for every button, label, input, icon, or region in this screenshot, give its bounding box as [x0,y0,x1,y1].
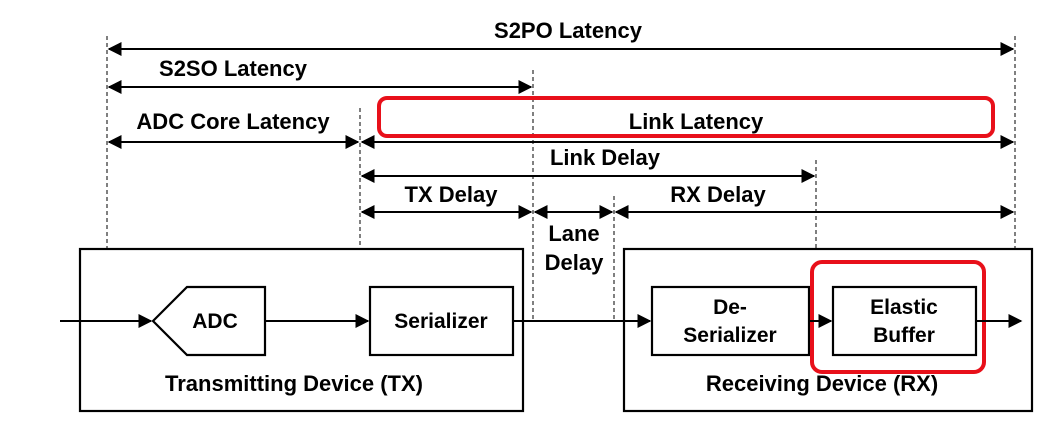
deserializer-block [650,285,811,357]
deserializer-label-line2: Serializer [683,324,776,347]
elastic-buffer-highlight [810,260,986,374]
link-delay-label: Link Delay [550,145,661,170]
rx-delay-label: RX Delay [670,182,766,207]
rx-device: Receiving Device (RX) De- Serializer Ela… [622,247,1034,413]
serializer-label: Serializer [394,310,487,333]
s2po-latency-label: S2PO Latency [494,18,643,43]
adc-label: ADC [192,310,238,333]
lane-delay-label-line1: Lane [548,221,599,246]
s2po-latency: S2PO Latency [107,18,1015,56]
elastic-buffer-label-line2: Buffer [873,324,935,347]
deserializer-label-line1: De- [713,296,747,319]
tx-delay-label: TX Delay [405,182,499,207]
link-latency-label: Link Latency [629,109,764,134]
elastic-buffer-block [831,285,978,357]
lane-delay-label-line2: Delay [545,250,604,275]
s2so-latency-label: S2SO Latency [159,56,308,81]
adc-core-latency: ADC Core Latency [107,109,360,149]
tx-delay: TX Delay [360,182,533,219]
link-latency: Link Latency [360,96,1015,149]
link-delay: Link Delay [360,145,816,183]
s2so-latency: S2SO Latency [107,56,533,94]
tx-device: Transmitting Device (TX) ADC Serializer [78,247,525,413]
elastic-buffer-label-line1: Elastic [870,296,938,319]
tx-device-label: Transmitting Device (TX) [165,371,423,396]
rx-device-label: Receiving Device (RX) [706,371,938,396]
serializer-block [368,285,515,357]
adc-core-latency-label: ADC Core Latency [136,109,330,134]
lane-delay: Lane Delay [533,205,614,275]
rx-delay: RX Delay [614,182,1015,219]
